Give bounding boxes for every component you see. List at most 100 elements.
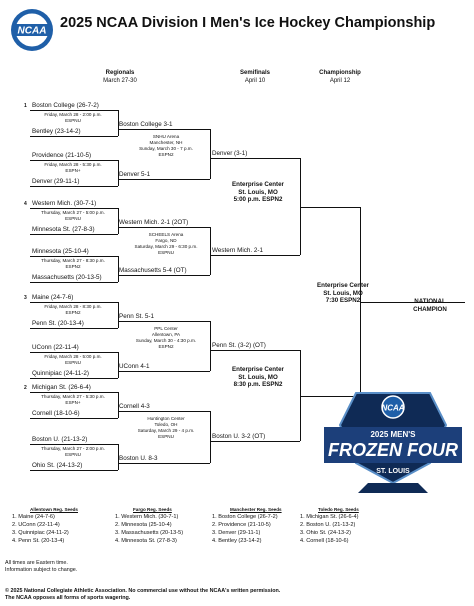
bracket-line (118, 129, 210, 130)
game-time: Friday, March 28 - 5:30 p.m. (44, 162, 102, 167)
game-time: Thursday, March 27 - 5:00 p.m. (41, 210, 105, 215)
semifinal-site-1-city: St. Louis, MO (238, 188, 278, 196)
seed-row: 4. Penn St. (20-13-4) (12, 538, 65, 544)
regional-result: Boston U. 8-3 (119, 455, 158, 462)
bracket-line (118, 411, 210, 412)
bracket-line (210, 158, 300, 159)
footer-wagering: The NCAA opposes all forms of sports wag… (5, 595, 131, 601)
championship-site-venue: Enterprise Center (317, 282, 369, 289)
regional-site-line: Manchester, NH (149, 140, 183, 145)
national-champion-line1: NATIONAL (414, 298, 446, 305)
bracket-line (118, 321, 210, 322)
regional-result: Massachusetts 5-4 (OT) (119, 267, 187, 274)
game-network: ESPN+ (65, 168, 81, 173)
team-name: Quinnipiac (24-11-2) (32, 370, 89, 377)
bracket-line (30, 352, 118, 353)
regional-site-line: Allentown, PA (151, 332, 181, 337)
regional-result: UConn 4-1 (119, 363, 150, 370)
bracket-line (30, 328, 118, 329)
semifinals-label: Semifinals (239, 70, 270, 76)
bracket-line (30, 208, 118, 209)
championship-label: Championship (319, 70, 361, 76)
bracket-connector (118, 160, 119, 186)
semifinal-site-2-city: St. Louis, MO (238, 373, 278, 381)
frozen-four-ncaa-text: NCAA (381, 404, 404, 413)
team-name: Minnesota (25-10-4) (32, 248, 89, 255)
regional-final: Western Mich. 2-1 (212, 247, 263, 254)
regional-final: Boston U. 3-2 (OT) (212, 433, 266, 440)
footer-copyright: © 2025 National Collegiate Athletic Asso… (5, 588, 281, 594)
game-info: Friday, March 28 - 5:00 p.m.ESPNU (34, 354, 112, 366)
seed-row: 1. Maine (24-7-6) (12, 514, 55, 520)
team-name: Boston College (26-7-2) (32, 102, 99, 109)
regional-site-line: ESPNU (158, 434, 174, 439)
regional-final: Denver (3-1) (212, 150, 248, 157)
game-info: Thursday, March 27 - 2:00 p.m.ESPNU (34, 446, 112, 458)
semifinal-site-1-venue: Enterprise Center (232, 181, 284, 188)
semifinal-site-2: Enterprise Center St. Louis, MO 8:30 p.m… (218, 366, 298, 389)
regional-site-line: Fargo, ND (155, 238, 177, 243)
game-time: Thursday, March 27 - 2:00 p.m. (41, 446, 105, 451)
frozen-four-name-text: FROZEN FOUR (328, 440, 458, 460)
bracket-line (30, 392, 118, 393)
bracket-connector (118, 110, 119, 136)
bracket-line (300, 396, 360, 397)
bracket-connector (210, 411, 211, 463)
bracket-line (30, 418, 118, 419)
seed-group-header: Fargo Reg. Seeds (133, 507, 172, 512)
championship-site-city: St. Louis, MO (323, 289, 363, 297)
page-title: 2025 NCAA Division I Men's Ice Hockey Ch… (60, 15, 436, 31)
bracket-connector (210, 321, 211, 371)
bracket-line (300, 207, 360, 208)
bracket-connector (210, 129, 211, 179)
bracket-line (30, 160, 118, 161)
seed-row: 3. Ohio St. (24-13-2) (300, 530, 351, 536)
regional-site-line: SCHEELS Arena (148, 232, 184, 237)
team-name: Providence (21-10-5) (32, 152, 92, 159)
seed-number: 3 (24, 295, 27, 301)
bracket-line (30, 282, 118, 283)
regional-site-line: Saturday, March 29 - 6:30 p.m. (134, 244, 198, 249)
bracket-line (30, 110, 118, 111)
bracket-line (118, 371, 210, 372)
regional-result: Penn St. 5-1 (119, 313, 155, 320)
bracket-line (30, 470, 118, 471)
frozen-four-logo: NCAA 2025 MEN'S FROZEN FOUR ST. LOUIS (318, 385, 468, 500)
team-name: Minnesota St. (27-8-3) (32, 226, 95, 233)
regional-site-line: Sunday, March 30 - 4:30 p.m. (135, 338, 197, 343)
seed-row: 1. Western Mich. (30-7-1) (115, 514, 179, 520)
game-network: ESPN2 (65, 310, 81, 315)
regional-site-line: ESPN2 (158, 344, 174, 349)
team-name: Western Mich. (30-7-1) (32, 200, 97, 207)
semifinal-site-2-venue: Enterprise Center (232, 366, 284, 373)
bracket-line (30, 444, 118, 445)
game-network: ESPN2 (65, 264, 81, 269)
game-network: ESPNU (65, 360, 81, 365)
bracket-line (210, 350, 300, 351)
game-network: ESPN+ (65, 400, 81, 405)
regional-result: Cornell 4-3 (119, 403, 150, 410)
team-name: Michigan St. (26-6-4) (32, 384, 91, 391)
team-name: Penn St. (20-13-4) (32, 320, 84, 327)
seed-number: 2 (24, 385, 27, 391)
seed-row: 4. Bentley (23-14-2) (212, 538, 262, 544)
championship-header: Championship April 12 (310, 70, 370, 85)
bracket-connector (210, 227, 211, 275)
bracket-connector (300, 158, 301, 255)
note-subject-to-change: Information subject to change. (5, 567, 78, 573)
regional-final: Penn St. (3-2) (OT) (212, 342, 266, 349)
game-time: Friday, March 28 - 2:00 p.m. (44, 112, 102, 117)
frozen-four-year-text: 2025 MEN'S (370, 430, 416, 439)
seed-row: 2. Minnesota (25-10-4) (115, 522, 172, 528)
ncaa-logo: NCAA (10, 8, 54, 52)
bracket-line (360, 302, 465, 303)
seed-row: 2. Boston U. (21-13-2) (300, 522, 356, 528)
bracket-line (118, 179, 210, 180)
bracket-line (210, 441, 300, 442)
national-champion-line2: CHAMPION (413, 305, 447, 313)
game-network: ESPNU (65, 216, 81, 221)
game-info: Thursday, March 27 - 5:00 p.m.ESPNU (34, 210, 112, 222)
